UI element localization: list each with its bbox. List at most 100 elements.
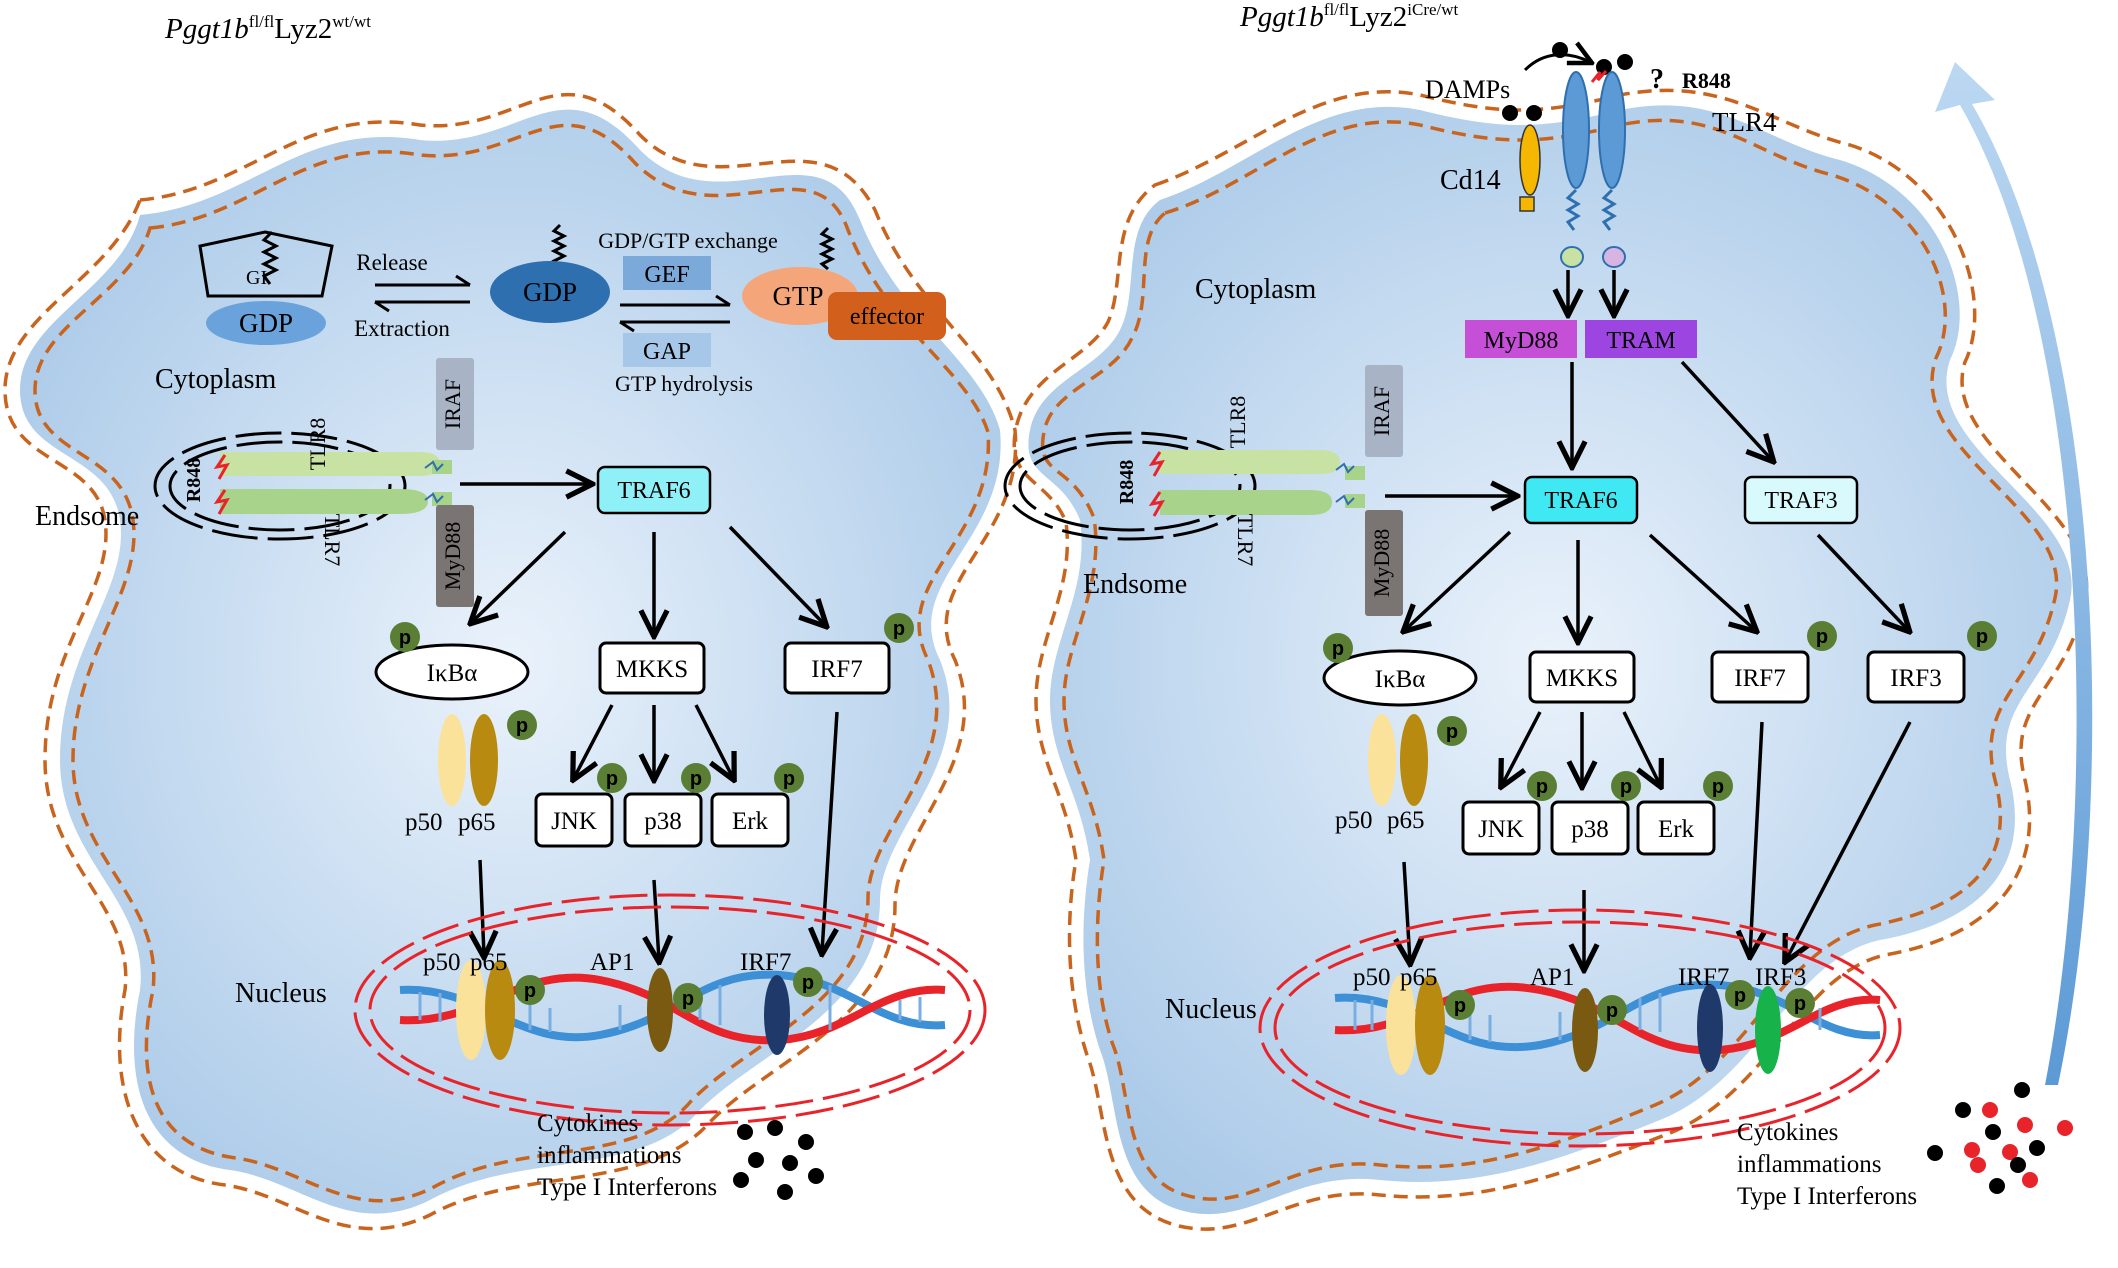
tlr4-shape-a	[1562, 71, 1590, 189]
left-p65-shape	[470, 714, 498, 806]
left-tlr8-shape	[220, 452, 440, 476]
phospho-label: p	[1606, 1000, 1618, 1022]
irf3-phospho	[1967, 621, 1997, 651]
right-myd88-top-label: MyD88	[1484, 328, 1559, 354]
phospho-label: p	[1734, 985, 1746, 1007]
right-output-interferons: Type I Interferons	[1737, 1183, 1917, 1210]
right-title: Pggt1bfl/flLyz2iCre/wt	[1239, 0, 1459, 33]
right-ikba-label: IκBα	[1375, 666, 1426, 693]
left-mkks-label: MKKS	[616, 656, 688, 683]
left-gtpase-cycle: GI GDP Release Extraction GDP GDP/GTP ex…	[198, 223, 946, 396]
right-nuc-p50-label: p50	[1353, 964, 1391, 991]
left-jnk-phospho	[597, 763, 627, 793]
right-myd88-box	[1365, 510, 1403, 616]
irf3-box	[1866, 650, 1966, 704]
left-output-interferons: Type I Interferons	[537, 1174, 717, 1201]
right-nucleus: p p p p	[1258, 908, 1902, 1148]
left-endosome-label: Endsome	[35, 501, 139, 532]
gdp-bound-label: GDP	[239, 308, 293, 338]
left-endosome: TLR8 TLR7 R848 IRAF MyD88	[153, 358, 474, 607]
right-nucleus-label: Nucleus	[1165, 994, 1257, 1025]
gap-box	[623, 333, 711, 367]
gap-label: GAP	[643, 339, 691, 365]
gdp-bound-ellipse	[206, 301, 326, 345]
gdp-gtp-exchange-label: GDP/GTP exchange	[598, 228, 777, 253]
right-irf7-box	[1710, 650, 1810, 704]
left-nucleus: p p p	[353, 893, 987, 1127]
release-label: Release	[356, 250, 428, 275]
right-endosome: TLR8 TLR7 R848 IRAF MyD88	[1003, 365, 1403, 616]
irf3-label: IRF3	[1890, 665, 1941, 692]
phospho-label: p	[1536, 776, 1548, 798]
left-p38-label: p38	[644, 808, 682, 835]
right-p50-label: p50	[1335, 807, 1373, 834]
phospho-label: p	[516, 715, 528, 737]
left-cytoplasm-label: Cytoplasm	[155, 364, 277, 395]
extraction-label: Extraction	[354, 316, 450, 341]
right-membrane-outer	[1012, 88, 2089, 1231]
left-jnk-label: JNK	[551, 808, 597, 835]
left-p50-shape	[438, 714, 466, 806]
right-p65-shape	[1400, 714, 1428, 806]
phospho-label: p	[1446, 721, 1458, 743]
left-p38-phospho	[681, 763, 711, 793]
right-traf6-label: TRAF6	[1544, 488, 1617, 514]
left-p38-box	[623, 792, 703, 848]
gdp-free-ellipse	[490, 261, 610, 323]
cd14-shape	[1519, 124, 1541, 196]
left-erk-phospho	[774, 763, 804, 793]
right-irf7-phospho	[1807, 621, 1837, 651]
left-irf7-phospho	[884, 613, 914, 643]
right-jnk-phospho	[1527, 771, 1557, 801]
right-erk-box	[1636, 800, 1716, 856]
right-jnk-box	[1461, 800, 1541, 856]
left-tlr7-label: TLR7	[320, 514, 345, 567]
right-mkks-box	[1528, 650, 1636, 704]
right-iraf-label: IRAF	[1369, 386, 1394, 436]
gtp-hydrolysis-label: GTP hydrolysis	[615, 371, 753, 396]
right-nuc-irf7-label: IRF7	[1678, 964, 1729, 991]
left-membrane-inner	[33, 123, 991, 1203]
right-r848-label: R848	[1116, 460, 1138, 504]
gef-label: GEF	[644, 262, 689, 288]
left-myd88-box	[436, 505, 474, 607]
effector-box	[828, 292, 946, 340]
right-p38-phospho	[1611, 771, 1641, 801]
phospho-label: p	[682, 988, 694, 1010]
left-output-cytokines: Cytokines	[537, 1110, 638, 1137]
left-secreted-dots	[733, 1120, 824, 1200]
tram-label: TRAM	[1606, 328, 1675, 354]
left-nuc-irf7-label: IRF7	[740, 949, 791, 976]
left-irf7-box	[783, 641, 891, 695]
right-receptors: DAMPs ? R848 TLR4 Cd14	[1425, 42, 1777, 268]
left-nuc-p65-label: p65	[470, 949, 508, 976]
left-jnk-box	[534, 792, 614, 848]
traf3-label: TRAF3	[1764, 488, 1837, 514]
phospho-label: p	[802, 972, 814, 994]
right-irf7-label: IRF7	[1734, 665, 1785, 692]
right-p38-box	[1550, 800, 1630, 856]
right-tlr8-label: TLR8	[1225, 396, 1250, 449]
left-irf7-label: IRF7	[811, 656, 862, 683]
left-ikba-label: IκBα	[427, 660, 478, 687]
gdp-free-label: GDP	[523, 277, 577, 307]
gtp-label: GTP	[772, 281, 823, 311]
phospho-label: p	[783, 768, 795, 790]
left-erk-box	[710, 792, 790, 848]
left-erk-label: Erk	[732, 808, 769, 835]
phospho-label: p	[399, 627, 411, 649]
left-ap1-label: AP1	[590, 949, 634, 976]
effector-label: effector	[850, 304, 924, 330]
right-traf6-box	[1523, 475, 1639, 525]
phospho-label: p	[1454, 995, 1466, 1017]
gdi-label: GI	[246, 267, 267, 289]
phospho-label: p	[1976, 626, 1988, 648]
right-cytoplasm-label: Cytoplasm	[1195, 274, 1317, 305]
right-nuc-p65-label: p65	[1400, 964, 1438, 991]
tram-box	[1585, 320, 1697, 358]
left-iraf-label: IRAF	[440, 379, 465, 429]
right-iraf-box	[1365, 365, 1403, 457]
left-ikba-ellipse	[374, 643, 530, 701]
left-nuc-p50-label: p50	[423, 949, 461, 976]
right-erk-phospho	[1703, 771, 1733, 801]
